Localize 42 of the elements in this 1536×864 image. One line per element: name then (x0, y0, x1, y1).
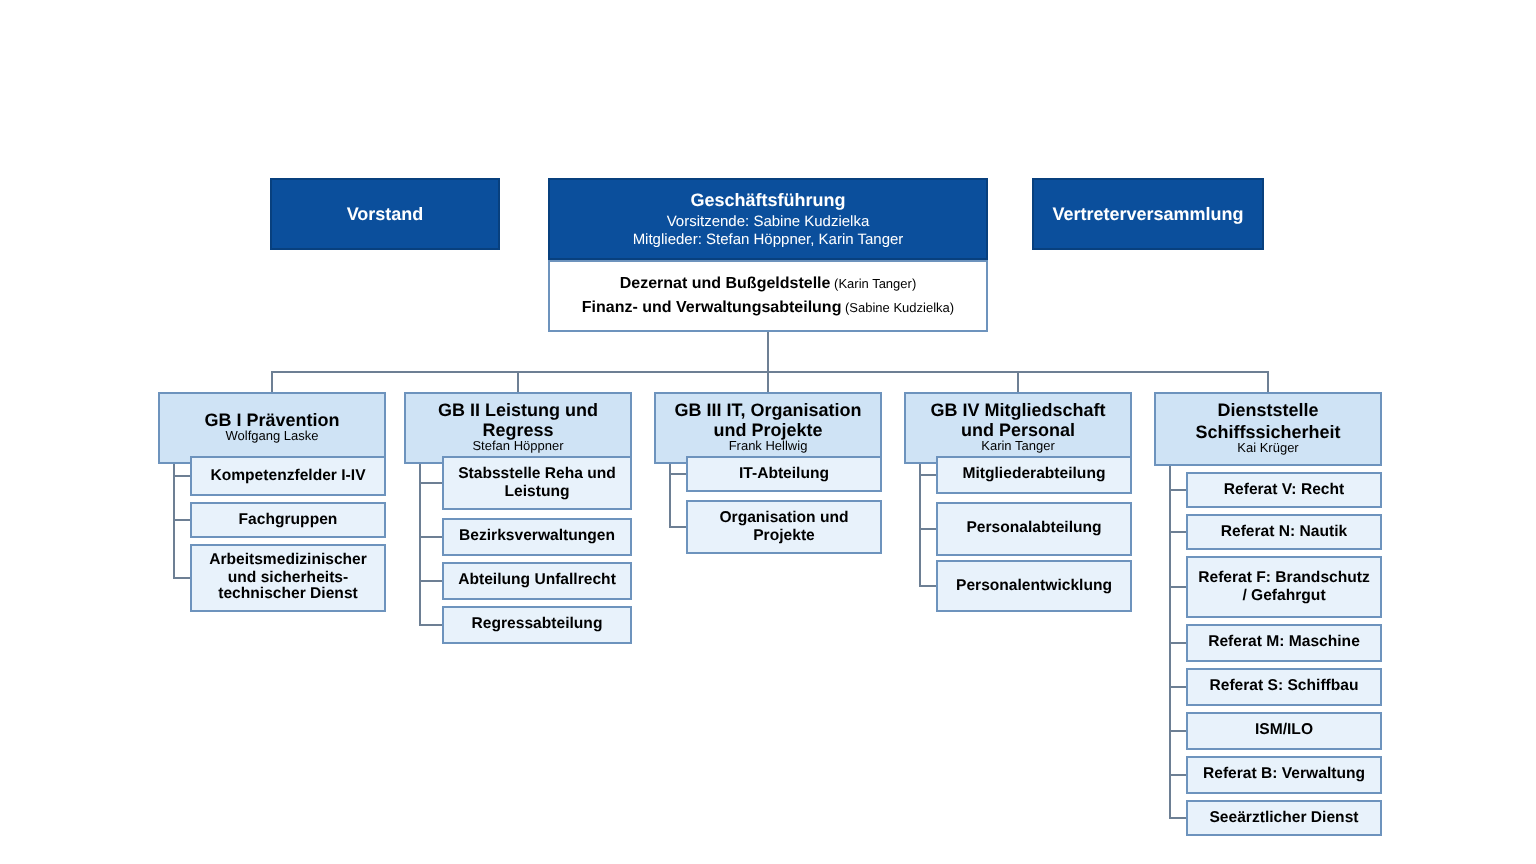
unit-box (1186, 668, 1382, 706)
unit-box (190, 544, 386, 612)
department-box (158, 392, 386, 464)
unit-box (190, 502, 386, 538)
sub-unit-panel (548, 260, 988, 332)
header-box (270, 178, 500, 250)
department-box (404, 392, 632, 464)
connector-line (767, 331, 1269, 393)
title-text: GB II Leistung und Regress (436, 399, 600, 441)
unit-box (1186, 712, 1382, 750)
unit-box (442, 606, 632, 644)
unit-box (686, 456, 882, 492)
title-text: Dienststelle Schiffssicherheit (1193, 400, 1343, 442)
unit-box (936, 560, 1132, 612)
title-text: GB III IT, Organisation und Projekte (672, 399, 864, 441)
unit-box (442, 562, 632, 600)
title-text: Vorstand (346, 203, 424, 225)
department-box (1154, 392, 1382, 466)
title-text: Geschäftsführung (690, 190, 846, 212)
unit-box (442, 456, 632, 510)
unit-box (1186, 800, 1382, 836)
unit-box (1186, 514, 1382, 550)
unit-box (1186, 556, 1382, 618)
unit-box (1186, 624, 1382, 662)
unit-box (1186, 472, 1382, 508)
unit-box (936, 456, 1132, 494)
connector-line (419, 463, 443, 626)
unit-box (1186, 756, 1382, 794)
unit-box (686, 500, 882, 554)
title-text: Vertreterversammlung (1052, 203, 1244, 225)
header-box (1032, 178, 1264, 250)
connector-line (173, 463, 191, 579)
header-box (548, 178, 988, 260)
connector-line (669, 463, 687, 528)
title-text: GB I Prävention (204, 409, 340, 430)
unit-box (936, 502, 1132, 556)
department-box (654, 392, 882, 464)
unit-box (442, 518, 632, 556)
department-box (904, 392, 1132, 464)
unit-box (190, 456, 386, 496)
title-text: GB IV Mitgliedschaft und Personal (928, 399, 1108, 441)
connector-line (919, 463, 937, 587)
